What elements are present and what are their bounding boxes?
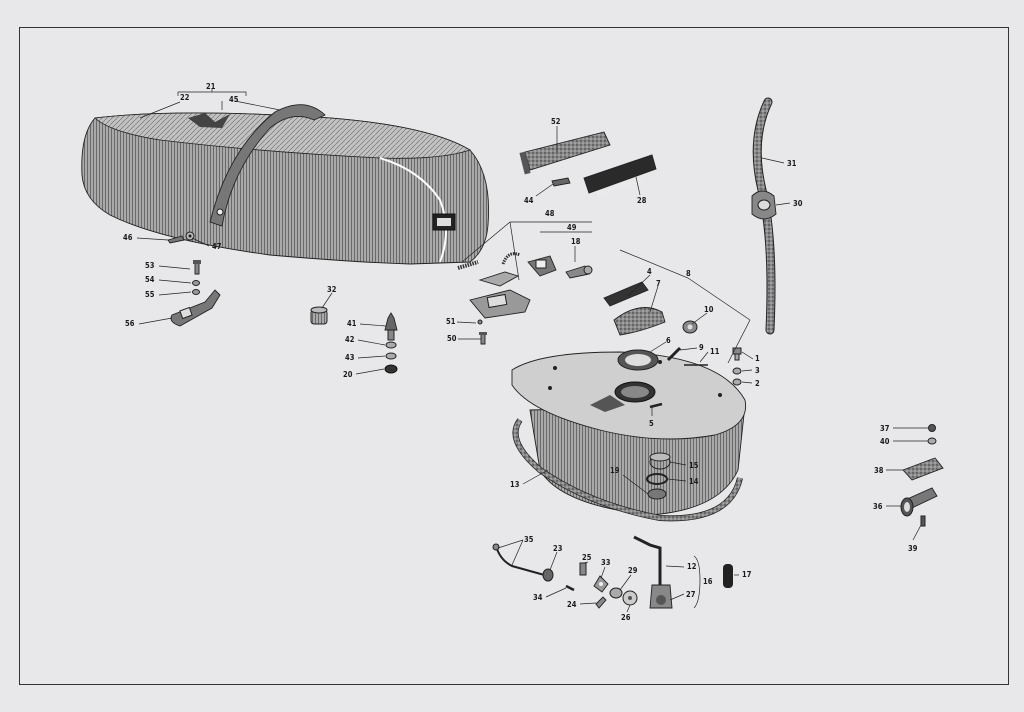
callout-20: 20 [343,370,353,379]
filler-parts [603,281,742,409]
screw-46 [167,235,185,244]
callout-42: 42 [345,335,355,344]
valve-parts [384,312,398,374]
callout-19: 19 [610,466,620,475]
callout-8: 8 [686,269,691,278]
callout-38: 38 [874,466,884,475]
callout-50: 50 [447,334,457,343]
callout-26: 26 [621,613,631,622]
callout-32: 32 [327,285,337,294]
callout-35: 35 [524,535,534,544]
callout-25: 25 [582,553,592,562]
callout-13: 13 [510,480,520,489]
callout-10: 10 [704,305,714,314]
fuel-tap-parts [492,535,733,609]
callout-6: 6 [666,336,671,345]
badge-parts: MOTOVESPA [519,131,657,199]
callout-54: 54 [145,275,155,284]
callout-46: 46 [123,233,133,242]
callout-15: 15 [689,461,699,470]
callout-17: 17 [742,570,752,579]
callout-51: 51 [446,317,456,326]
trim-52 [524,131,611,171]
seat-assembly [81,104,490,265]
callout-36: 36 [873,502,883,511]
callout-52: 52 [551,117,561,126]
bolt-53 [194,262,200,275]
screw-44 [551,177,571,187]
lock-parts [457,252,593,345]
callout-labels: 21 22 45 46 47 53 54 55 56 32 41 42 43 2… [123,82,918,622]
callout-24: 24 [567,600,577,609]
callout-44: 44 [524,196,534,205]
callout-5: 5 [649,419,654,428]
callout-39: 39 [908,544,918,553]
washer-55 [192,289,200,295]
callout-49: 49 [567,223,577,232]
callout-48: 48 [545,209,555,218]
callout-1: 1 [755,354,760,363]
callout-37: 37 [880,424,890,433]
callout-53: 53 [145,261,155,270]
callout-43: 43 [345,353,355,362]
seat-emblem-icon [188,113,230,128]
callout-31: 31 [787,159,797,168]
diagram-frame [19,27,1009,685]
right-parts [900,424,944,527]
callout-33: 33 [601,558,611,567]
callout-23: 23 [553,544,563,553]
motovespa-badge [583,154,657,194]
callout-40: 40 [880,437,890,446]
callout-27: 27 [686,590,696,599]
callout-28: 28 [637,196,647,205]
leader-lines [136,88,928,613]
washer-54 [192,280,200,286]
callout-21: 21 [206,82,216,91]
bracket-56 [170,289,221,327]
callout-41: 41 [347,319,357,328]
callout-55: 55 [145,290,155,299]
callout-7: 7 [656,279,661,288]
callout-12: 12 [687,562,697,571]
callout-11: 11 [710,347,720,356]
callout-14: 14 [689,477,699,486]
callout-45: 45 [229,95,239,104]
callout-2: 2 [755,379,760,388]
seat-fasteners [167,231,221,327]
callout-29: 29 [628,566,638,575]
callout-18: 18 [571,237,581,246]
fuel-hose [751,97,777,335]
callout-56: 56 [125,319,135,328]
callout-22: 22 [180,93,190,102]
knob-32 [310,306,328,325]
fuel-tank [511,351,747,522]
callout-34: 34 [533,593,543,602]
callout-30: 30 [793,199,803,208]
callout-47: 47 [212,242,222,251]
callout-3: 3 [755,366,760,375]
callout-4: 4 [647,267,652,276]
callout-16: 16 [703,577,713,586]
callout-9: 9 [699,343,704,352]
